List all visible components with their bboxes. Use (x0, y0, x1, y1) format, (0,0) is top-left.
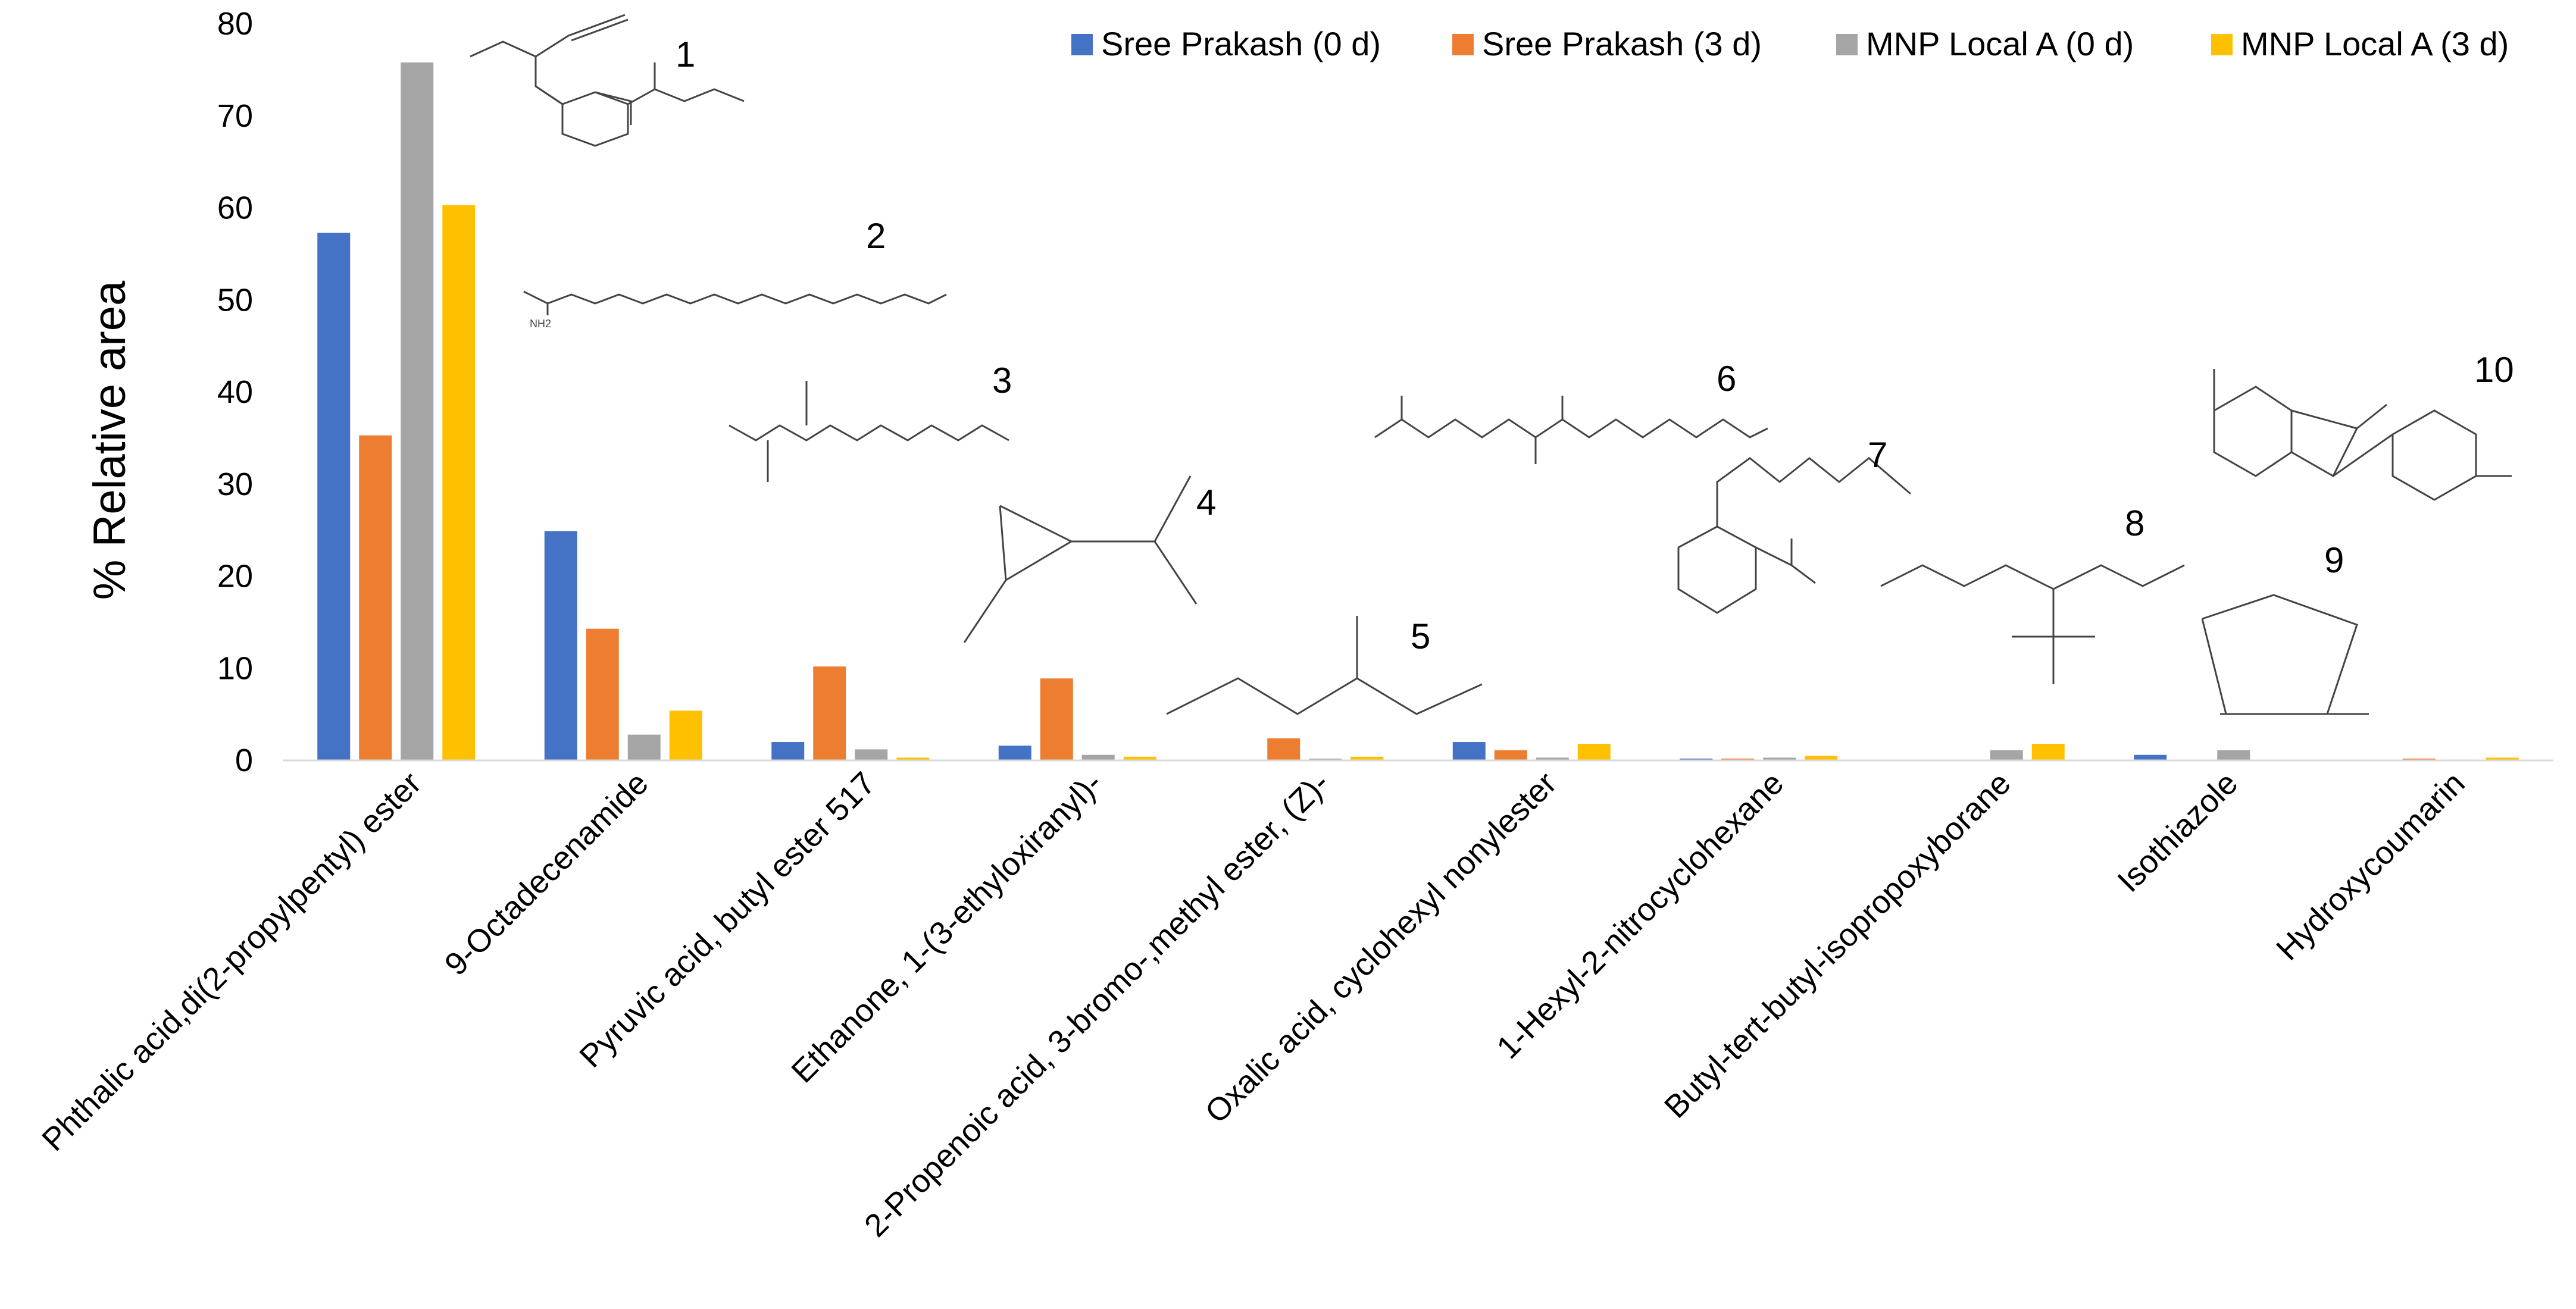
legend-item: Sree Prakash (3 d) (1452, 25, 1762, 62)
structure-number-7: 7 (1868, 435, 1887, 475)
bar (2402, 758, 2436, 760)
structure-number-10: 10 (2474, 350, 2514, 390)
legend-label: MNP Local A (3 d) (2241, 25, 2509, 62)
bar (813, 666, 846, 760)
legend-swatch (2211, 34, 2233, 55)
legend-item: Sree Prakash (0 d) (1071, 25, 1381, 62)
legend-swatch (1452, 34, 1474, 55)
legend-label: Sree Prakash (0 d) (1101, 25, 1381, 62)
structure-number-1: 1 (676, 35, 695, 74)
bar (359, 435, 392, 760)
x-category-label: Oxalic acid, cyclohexyl nonylester (1198, 765, 1563, 1130)
bar (855, 749, 888, 760)
bar (998, 746, 1031, 760)
bar (442, 205, 476, 760)
structure-6-image (1374, 396, 1768, 464)
y-tick-label: 10 (217, 650, 253, 686)
structure-8-image (1880, 564, 2185, 684)
structure-number-5: 5 (1411, 616, 1430, 656)
y-tick-label: 40 (217, 374, 253, 410)
bar (2486, 757, 2519, 760)
y-tick-label: 80 (217, 6, 253, 42)
y-tick-label: 50 (217, 282, 253, 318)
bar (1763, 757, 1796, 760)
legend: Sree Prakash (0 d) Sree Prakash (3 d) MNP … (1071, 25, 2509, 62)
x-category-label: 9-Octadecenamide (438, 765, 655, 982)
legend-item: MNP Local A (0 d) (1836, 25, 2134, 62)
structure-4-image (963, 475, 1198, 643)
structure-number-6: 6 (1717, 359, 1736, 399)
legend-item: MNP Local A (3 d) (2211, 25, 2509, 62)
y-tick-label: 20 (217, 559, 253, 594)
x-category-label: Phthalic acid,di(2-propylpentyl) ester (35, 765, 428, 1158)
structure-5-image (1166, 616, 1483, 715)
y-tick-label: 60 (217, 190, 253, 226)
structure-7-image (1677, 457, 1911, 614)
bar (1267, 738, 1300, 760)
bar-series (317, 233, 2167, 761)
bar (2134, 754, 2167, 760)
y-axis-title: % Relative area (85, 280, 135, 600)
y-tick-label: 0 (235, 743, 253, 778)
bar (1452, 742, 1486, 760)
x-category-label: Isothiazole (2111, 765, 2244, 899)
structure-sketches: NH2 (470, 14, 2512, 715)
bar-series-group (317, 62, 2519, 761)
structure-1-image (470, 14, 745, 147)
bar (2031, 744, 2065, 760)
svg-text:NH2: NH2 (530, 318, 551, 330)
structure-number-8: 8 (2125, 503, 2144, 543)
bar (401, 62, 434, 761)
bar (2217, 750, 2250, 760)
bar-series (359, 435, 2436, 760)
bar (544, 531, 577, 760)
y-axis-ticks: 0 10 20 30 40 50 60 70 80 (217, 6, 253, 778)
y-tick-label: 30 (217, 466, 253, 502)
bar (1040, 678, 1073, 760)
bar (669, 710, 702, 760)
structure-number-4: 4 (1196, 483, 1216, 522)
structure-9-image (2201, 594, 2369, 715)
structure-2-image: NH2 (523, 290, 947, 330)
bar (1350, 756, 1384, 760)
bar (627, 734, 661, 760)
structure-number-9: 9 (2324, 540, 2344, 580)
legend-label: MNP Local A (0 d) (1866, 25, 2134, 62)
legend-label: Sree Prakash (3 d) (1482, 25, 1762, 62)
bar (896, 757, 930, 760)
structure-3-image (729, 381, 1009, 482)
structure-numbers: 1 2 3 4 5 6 7 8 9 10 (676, 35, 2514, 656)
structure-number-3: 3 (992, 361, 1012, 400)
structure-number-2: 2 (866, 216, 886, 256)
bar (771, 742, 805, 760)
x-category-label: Hydroxycoumarin (2269, 765, 2472, 967)
legend-swatch (1071, 34, 1093, 55)
bar-series (442, 205, 2519, 760)
bar (1123, 756, 1156, 760)
bar (1990, 750, 2023, 760)
structure-10-image (2213, 369, 2512, 501)
bar-series (401, 62, 2477, 761)
bar (1536, 757, 1569, 760)
bar (586, 628, 619, 760)
bar (1805, 756, 1838, 760)
bar (1721, 758, 1755, 760)
bar (1494, 750, 1527, 760)
y-tick-label: 70 (217, 98, 253, 134)
bar (1309, 758, 1342, 760)
legend-swatch (1836, 34, 1858, 55)
bar (1680, 758, 1713, 760)
x-category-label: 2-Propenoic acid, 3-bromo-,methyl ester,… (858, 765, 1336, 1244)
bar (317, 233, 351, 761)
bar (1081, 754, 1115, 760)
bar (1577, 744, 1611, 760)
